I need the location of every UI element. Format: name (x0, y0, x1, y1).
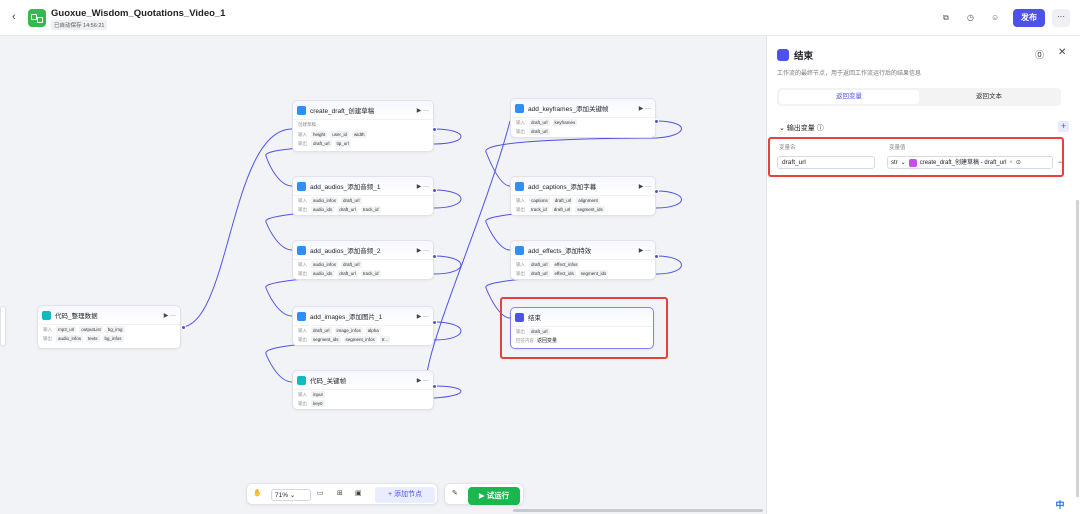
zoom-select[interactable]: 71% ⌄ (271, 489, 311, 501)
start-node-stub[interactable] (0, 306, 6, 346)
plugin-icon (515, 181, 524, 191)
help-icon[interactable]: ⓪ (1035, 50, 1045, 60)
node-actions[interactable]: ▶ ··· (416, 247, 429, 254)
end-icon (777, 49, 789, 61)
debug-icon[interactable]: ✎ (452, 490, 458, 497)
tab-return-text[interactable]: 返回文本 (976, 93, 1002, 100)
output-port[interactable] (432, 188, 437, 193)
vertical-scrollbar[interactable] (1076, 200, 1079, 500)
end-icon (515, 312, 524, 322)
return-mode-tabs: 返回变量 返回文本 (777, 88, 1061, 106)
end-node-panel: 结束 ⓪ ✕ 工作流的最终节点，用于返回工作流运行后的结果信息 返回变量 返回文… (766, 36, 1080, 514)
horizontal-scrollbar[interactable] (513, 509, 763, 512)
close-icon[interactable]: ✕ (1058, 47, 1067, 58)
back-icon[interactable]: ‹ (12, 11, 16, 23)
column-var-name: 变量名 (779, 145, 796, 151)
add-node-button[interactable]: + 添加节点 (375, 487, 435, 503)
output-port[interactable] (654, 119, 659, 124)
tab-return-variable[interactable]: 返回变量 (779, 90, 919, 104)
collaborator-icon[interactable]: ☺ (991, 13, 1000, 22)
output-port[interactable] (654, 254, 659, 259)
more-menu-button[interactable]: ··· (1052, 9, 1070, 27)
code-icon (297, 375, 306, 385)
comment-icon[interactable]: ▭ (317, 490, 324, 497)
plugin-icon (297, 311, 306, 321)
plugin-icon (297, 245, 306, 255)
node-actions[interactable]: ▶ ··· (416, 183, 429, 190)
node-actions[interactable]: ▶ ··· (638, 247, 651, 254)
copy-icon[interactable]: ⧉ (943, 13, 949, 22)
autosave-status: 已自动保存 14:56:21 (51, 20, 108, 30)
end-node-highlight (500, 297, 668, 359)
type-select[interactable]: str (891, 159, 898, 166)
node-actions[interactable]: ▶ ··· (416, 313, 429, 320)
output-variables-header[interactable]: ⌄ 输出变量 ⓘ (779, 125, 824, 132)
remove-variable-button[interactable]: − (1058, 157, 1064, 167)
output-port[interactable] (181, 325, 186, 330)
output-port[interactable] (654, 189, 659, 194)
grid-icon[interactable]: ⊞ (337, 490, 343, 497)
plugin-icon (515, 245, 524, 255)
settings-icon[interactable]: ⊙ (1015, 159, 1021, 166)
plugin-icon (297, 105, 306, 115)
code-icon (42, 310, 51, 320)
history-icon[interactable]: ◷ (967, 13, 974, 22)
workflow-title[interactable]: Guoxue_Wisdom_Quotations_Video_1 (51, 8, 226, 19)
top-bar: ‹ Guoxue_Wisdom_Quotations_Video_1 已自动保存… (0, 0, 1080, 36)
node-actions[interactable]: ▶ ··· (163, 312, 176, 319)
output-port[interactable] (432, 320, 437, 325)
output-port[interactable] (432, 384, 437, 389)
minimap-icon[interactable]: ▣ (355, 490, 362, 497)
plugin-icon (515, 103, 524, 113)
test-run-button[interactable]: ▶ 试运行 (468, 487, 520, 505)
workflow-logo-icon (28, 9, 46, 27)
variable-highlight (768, 137, 1064, 177)
plugin-icon (908, 158, 917, 167)
canvas-toolbar: ✋ 71% ⌄ ▭ ⊞ ▣ + 添加节点 (246, 483, 438, 505)
variable-value-selector[interactable]: str⌄ create_draft_创建草稿 - draft_url × ⊙ (887, 156, 1053, 169)
variable-name-input[interactable]: draft_url (777, 156, 875, 169)
node-actions[interactable]: ▶ ··· (638, 183, 651, 190)
pointer-mode-icon[interactable]: ✋ (253, 490, 262, 497)
ime-indicator[interactable]: 中 (1040, 497, 1080, 514)
node-actions[interactable]: ▶ ··· (638, 105, 651, 112)
node-actions[interactable]: ▶ ··· (416, 107, 429, 114)
plugin-icon (297, 181, 306, 191)
publish-button[interactable]: 发布 (1013, 9, 1045, 27)
output-port[interactable] (432, 127, 437, 132)
clear-icon[interactable]: × (1009, 159, 1013, 166)
add-variable-button[interactable]: + (1058, 121, 1069, 132)
node-actions[interactable]: ▶ ··· (416, 377, 429, 384)
output-port[interactable] (432, 254, 437, 259)
column-var-value: 变量值 (889, 145, 906, 151)
